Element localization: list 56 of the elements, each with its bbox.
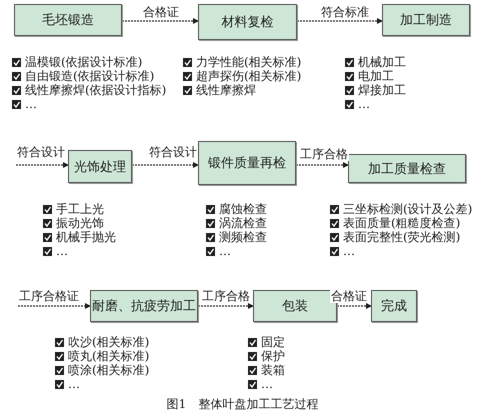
edge-label: 合格证: [142, 5, 180, 19]
list-item: 温模锻(依据设计标准): [25, 54, 142, 70]
caption: 图1 整体叶盘加工工艺过程: [166, 397, 318, 411]
list-item: 机械手抛光: [56, 229, 116, 246]
arrow: [18, 303, 91, 309]
list-item: 线性摩擦焊: [196, 82, 256, 98]
list-item: 三坐标检测(设计及公差): [343, 200, 472, 217]
list-item: 装箱: [261, 362, 285, 378]
process-box: 加工质量检查: [348, 154, 466, 183]
list-item: 表面完整性(荧光检测): [343, 229, 460, 246]
list-item: …: [219, 244, 231, 258]
list-item: 保护: [261, 348, 285, 364]
list-item: 测频检查: [219, 228, 267, 246]
list-item: 喷涂(相关标准): [68, 362, 150, 378]
process-box: 光饰处理: [68, 150, 132, 183]
process-box: 材料复检: [198, 4, 297, 40]
arrow: [132, 162, 199, 168]
list-item: 机械加工: [358, 54, 406, 70]
list-item: 线性摩擦焊(依据设计指标): [25, 82, 166, 98]
list-item: 超声探伤(相关标准): [196, 68, 302, 84]
list-item: 喷丸(相关标准): [68, 348, 150, 364]
list-item: 自由锻造(依据设计标准): [25, 68, 154, 84]
process-box: 完成: [371, 290, 417, 322]
arrow: [297, 18, 383, 24]
arrow: [337, 303, 372, 309]
process-box: 加工制造: [382, 4, 470, 36]
edge-label: 工序合格: [201, 289, 251, 303]
list-item: …: [261, 377, 273, 391]
list-item: 涡流检查: [219, 214, 267, 231]
list-item: 表面质量(粗糙度检查): [343, 215, 460, 230]
edge-label: 符合设计: [16, 145, 66, 159]
list-item: 手工上光: [56, 200, 104, 217]
list-item: 力学性能(相关标准): [196, 54, 302, 70]
list-item: …: [343, 244, 355, 258]
list-item: 振动光饰: [56, 215, 104, 231]
edge-label: 工序合格: [299, 147, 349, 161]
arrow: [198, 303, 254, 309]
list-item: 腐蚀检查: [219, 200, 267, 217]
edge-label: 合格证: [330, 289, 368, 303]
edge-label: 工序合格证: [18, 289, 80, 303]
process-box: 耐磨、抗疲劳加工: [90, 290, 198, 322]
list-item: …: [25, 97, 37, 111]
list-item: 焊接加工: [358, 82, 406, 98]
list-item: …: [358, 97, 370, 111]
list-item: …: [68, 377, 80, 391]
arrow: [16, 162, 69, 168]
arrow: [122, 18, 199, 24]
list-item: …: [56, 244, 68, 258]
arrow: [296, 162, 349, 168]
process-box: 锻件质量再检: [198, 141, 296, 185]
edge-label: 符合设计: [148, 145, 198, 159]
list-item: 吹沙(相关标准): [68, 334, 150, 350]
process-box: 毛坯锻造: [14, 4, 122, 36]
list-item: 固定: [261, 334, 285, 350]
edge-label: 符合标准: [320, 5, 370, 19]
list-item: 电加工: [358, 68, 394, 84]
